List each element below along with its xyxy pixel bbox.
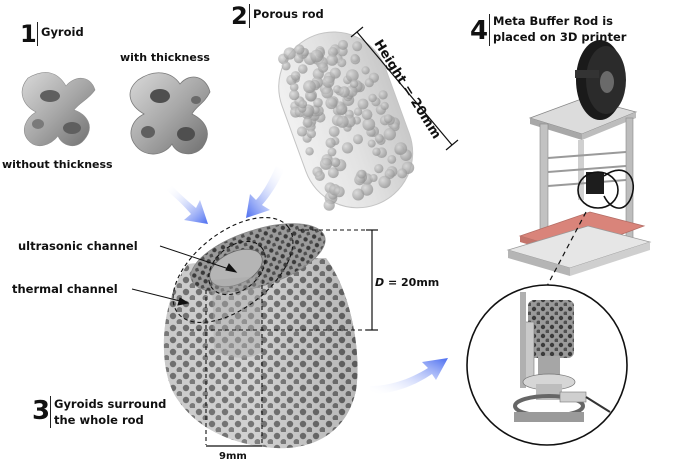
rod-pore-sphere (303, 118, 313, 128)
rod-pore-sphere (375, 134, 384, 143)
rod-pore-sphere (284, 47, 296, 59)
rod-pore-sphere (315, 171, 325, 181)
rod-pore-sphere (321, 87, 333, 99)
magnified-view-illustration (467, 285, 627, 445)
rod-pore-sphere (326, 54, 338, 66)
rod-pore-sphere (384, 114, 393, 123)
rod-pore-sphere (337, 58, 346, 67)
rod-pore-sphere (303, 80, 316, 93)
gyroid-with-thickness-illustration (130, 73, 210, 154)
rod-pore-sphere (370, 174, 378, 182)
3d-printer-illustration (508, 40, 650, 276)
rod-pore-sphere (381, 102, 389, 110)
rod-pore-sphere (378, 176, 390, 188)
arrow-rod-to-buffer (246, 166, 284, 218)
buffer-cylinder-illustration (164, 210, 358, 448)
porous-rod-illustration (263, 16, 428, 223)
rod-pore-sphere (365, 78, 374, 87)
rod-pore-sphere (331, 158, 341, 168)
rod-pore-sphere (336, 104, 347, 115)
rod-pore-sphere (362, 118, 375, 131)
rod-pore-sphere (294, 44, 304, 54)
rod-pore-sphere (291, 71, 301, 81)
gyroid-without-thickness-illustration (22, 72, 95, 145)
rod-pore-sphere (362, 109, 373, 120)
rod-pore-sphere (318, 62, 328, 72)
rod-pore-sphere (289, 90, 299, 100)
rod-pore-sphere (310, 50, 323, 63)
rod-pore-sphere (352, 41, 362, 51)
rod-pore-sphere (282, 61, 291, 70)
rod-pore-sphere (387, 155, 396, 164)
rod-pore-sphere (329, 126, 340, 137)
rod-pore-sphere (326, 138, 336, 148)
rod-pore-sphere (368, 94, 376, 102)
rod-pore-sphere (320, 158, 332, 170)
rod-pore-sphere (350, 80, 358, 88)
rod-pore-sphere (306, 92, 316, 102)
rod-pore-sphere (325, 97, 337, 109)
rod-pore-sphere (324, 200, 335, 211)
rod-pore-sphere (354, 108, 362, 116)
rod-pore-sphere (342, 142, 353, 153)
rod-pore-sphere (305, 147, 313, 155)
rod-pore-sphere (352, 189, 364, 201)
arrow-buffer-to-printer (370, 358, 448, 394)
rod-pore-sphere (297, 126, 307, 136)
rod-pore-sphere (357, 170, 366, 179)
rod-pore-sphere (322, 76, 334, 88)
rod-pore-sphere (299, 100, 308, 109)
rod-pore-sphere (350, 55, 360, 65)
rod-pore-sphere (298, 64, 308, 74)
rod-pore-sphere (395, 142, 408, 155)
rod-pore-sphere (368, 140, 376, 148)
rod-pore-sphere (384, 128, 396, 140)
rod-pore-sphere (397, 168, 407, 178)
rod-pore-sphere (338, 40, 348, 50)
rod-pore-sphere (328, 167, 339, 178)
rod-pore-sphere (334, 186, 345, 197)
rod-pore-sphere (353, 134, 363, 144)
rod-pore-sphere (339, 86, 350, 97)
rod-pore-sphere (362, 66, 370, 74)
rod-pore-sphere (379, 90, 388, 99)
rod-pore-sphere (336, 116, 348, 128)
rod-pore-sphere (307, 129, 316, 138)
arrow-gyroid-to-buffer (166, 186, 208, 224)
rod-pore-sphere (374, 164, 383, 173)
rod-pore-sphere (372, 148, 380, 156)
